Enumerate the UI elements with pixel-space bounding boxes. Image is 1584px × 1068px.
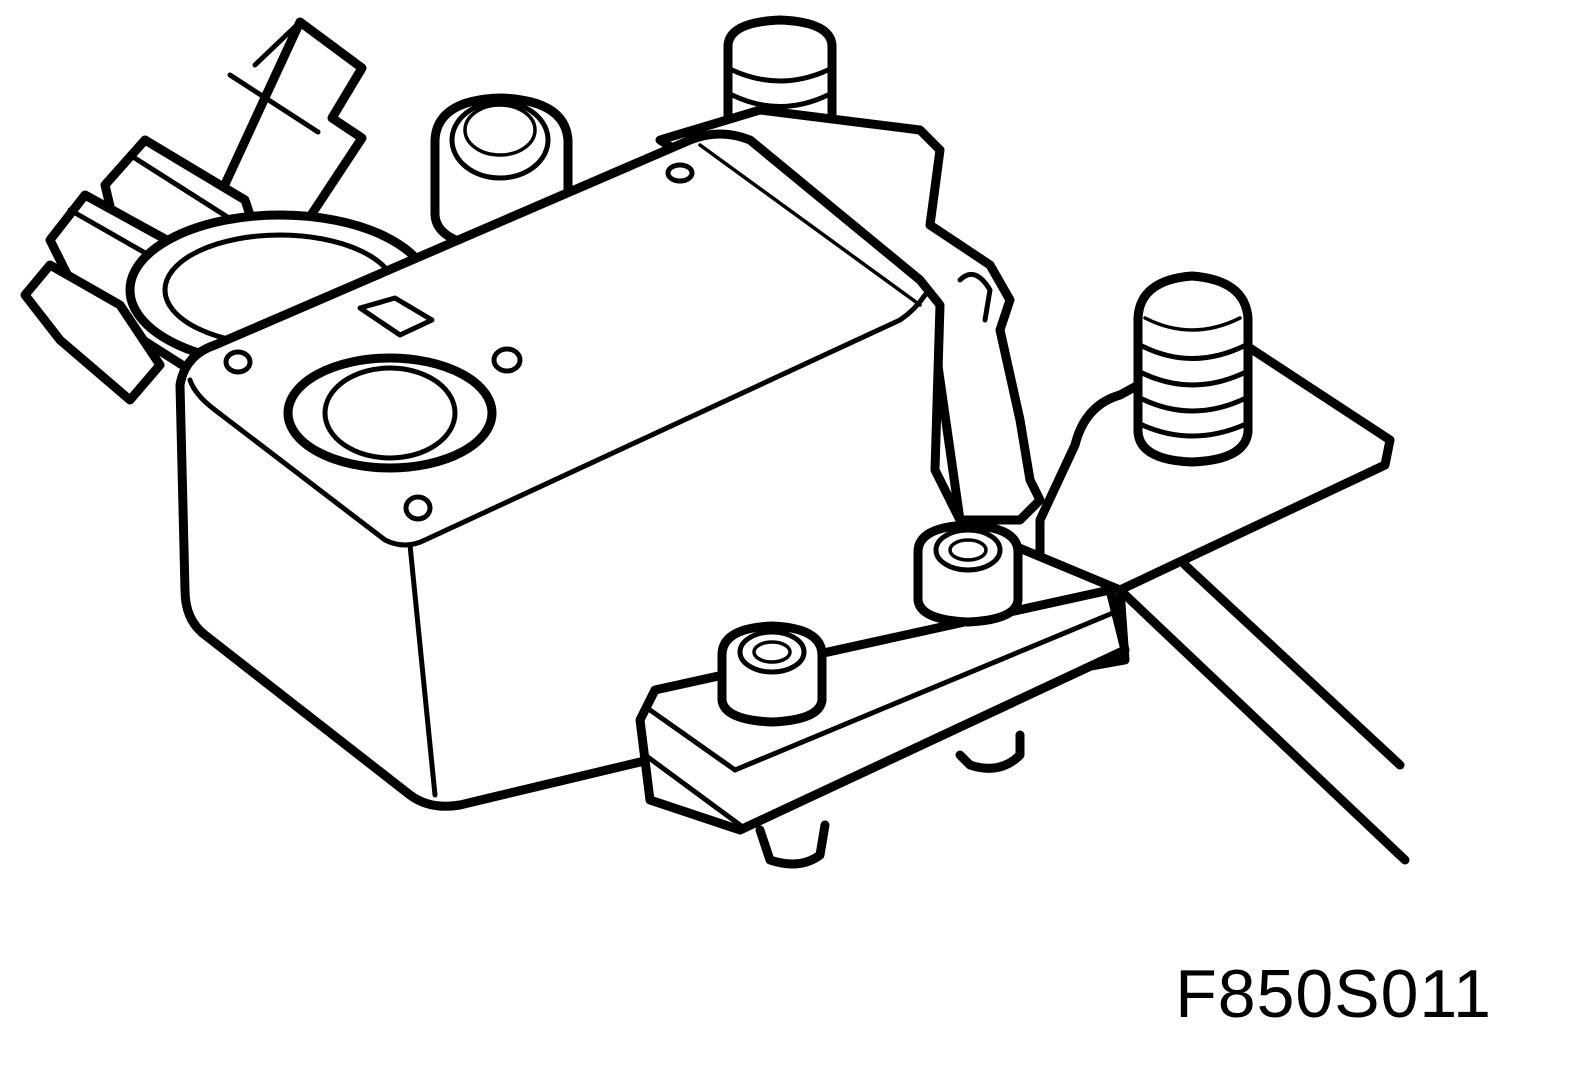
solenoid-face-details <box>223 162 695 522</box>
front-nut-post-left <box>717 621 827 727</box>
threaded-terminal-post-right <box>1133 271 1253 467</box>
front-nut-post-right <box>913 520 1023 627</box>
figure-code-label: F850S011 <box>1175 956 1492 1032</box>
front-bracket-plate <box>635 585 1130 835</box>
bottom-nuts <box>755 730 1025 869</box>
bracket-rods <box>1115 560 1410 865</box>
